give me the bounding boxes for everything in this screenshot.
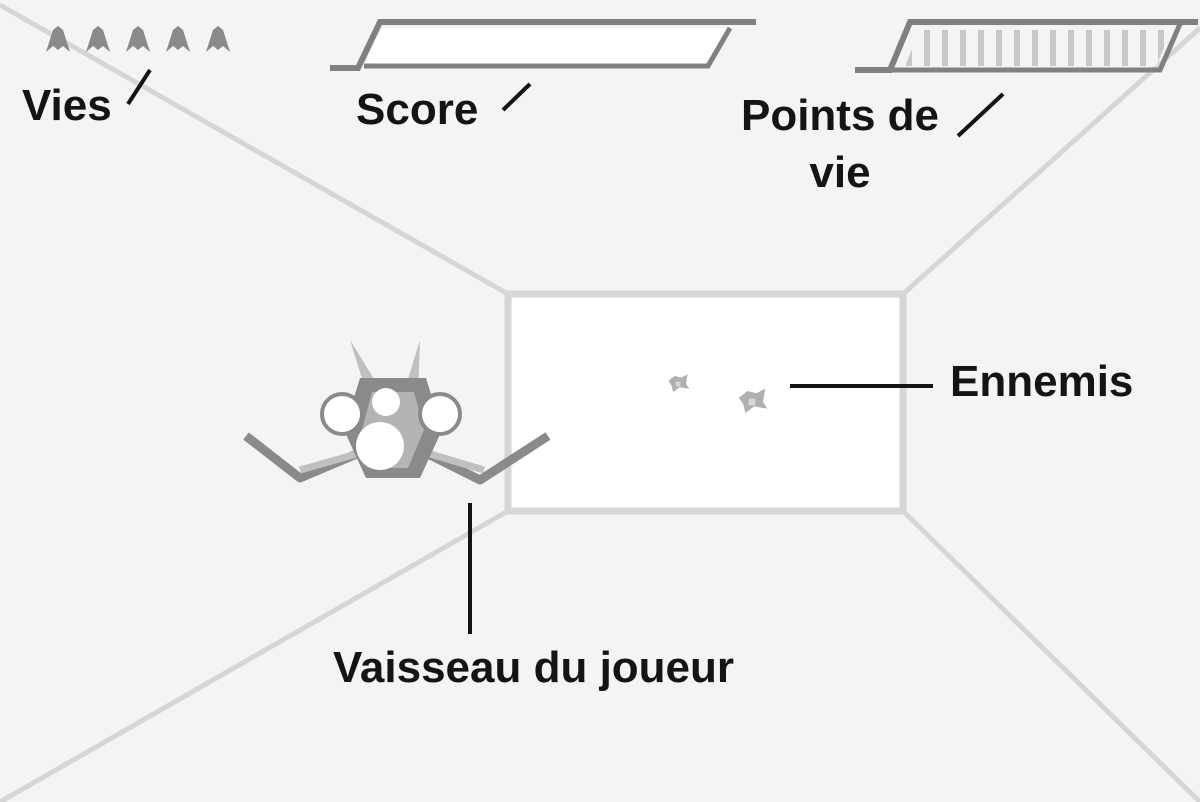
lives-callout-line [126, 68, 152, 106]
life-icon [206, 26, 230, 52]
score-bar [330, 19, 756, 71]
corridor-far-wall [504, 290, 907, 515]
life-icon [46, 26, 70, 52]
life-icon [86, 26, 110, 52]
health-callout-line [956, 92, 1005, 138]
score-label: Score [356, 85, 479, 134]
player-ship [243, 340, 551, 485]
score-callout-line [501, 82, 532, 112]
life-icon [166, 26, 190, 52]
lives-label: Vies [22, 81, 112, 130]
player-ship-label: Vaisseau du joueur [333, 643, 735, 692]
enemies-label: Ennemis [950, 357, 1134, 406]
health-bar [855, 19, 1198, 73]
health-label: Points de vie [740, 91, 940, 197]
life-icon [126, 26, 150, 52]
lives-indicator [46, 26, 230, 52]
enemy-sprite [668, 374, 690, 392]
enemies [668, 374, 768, 413]
enemy-sprite [738, 388, 768, 413]
